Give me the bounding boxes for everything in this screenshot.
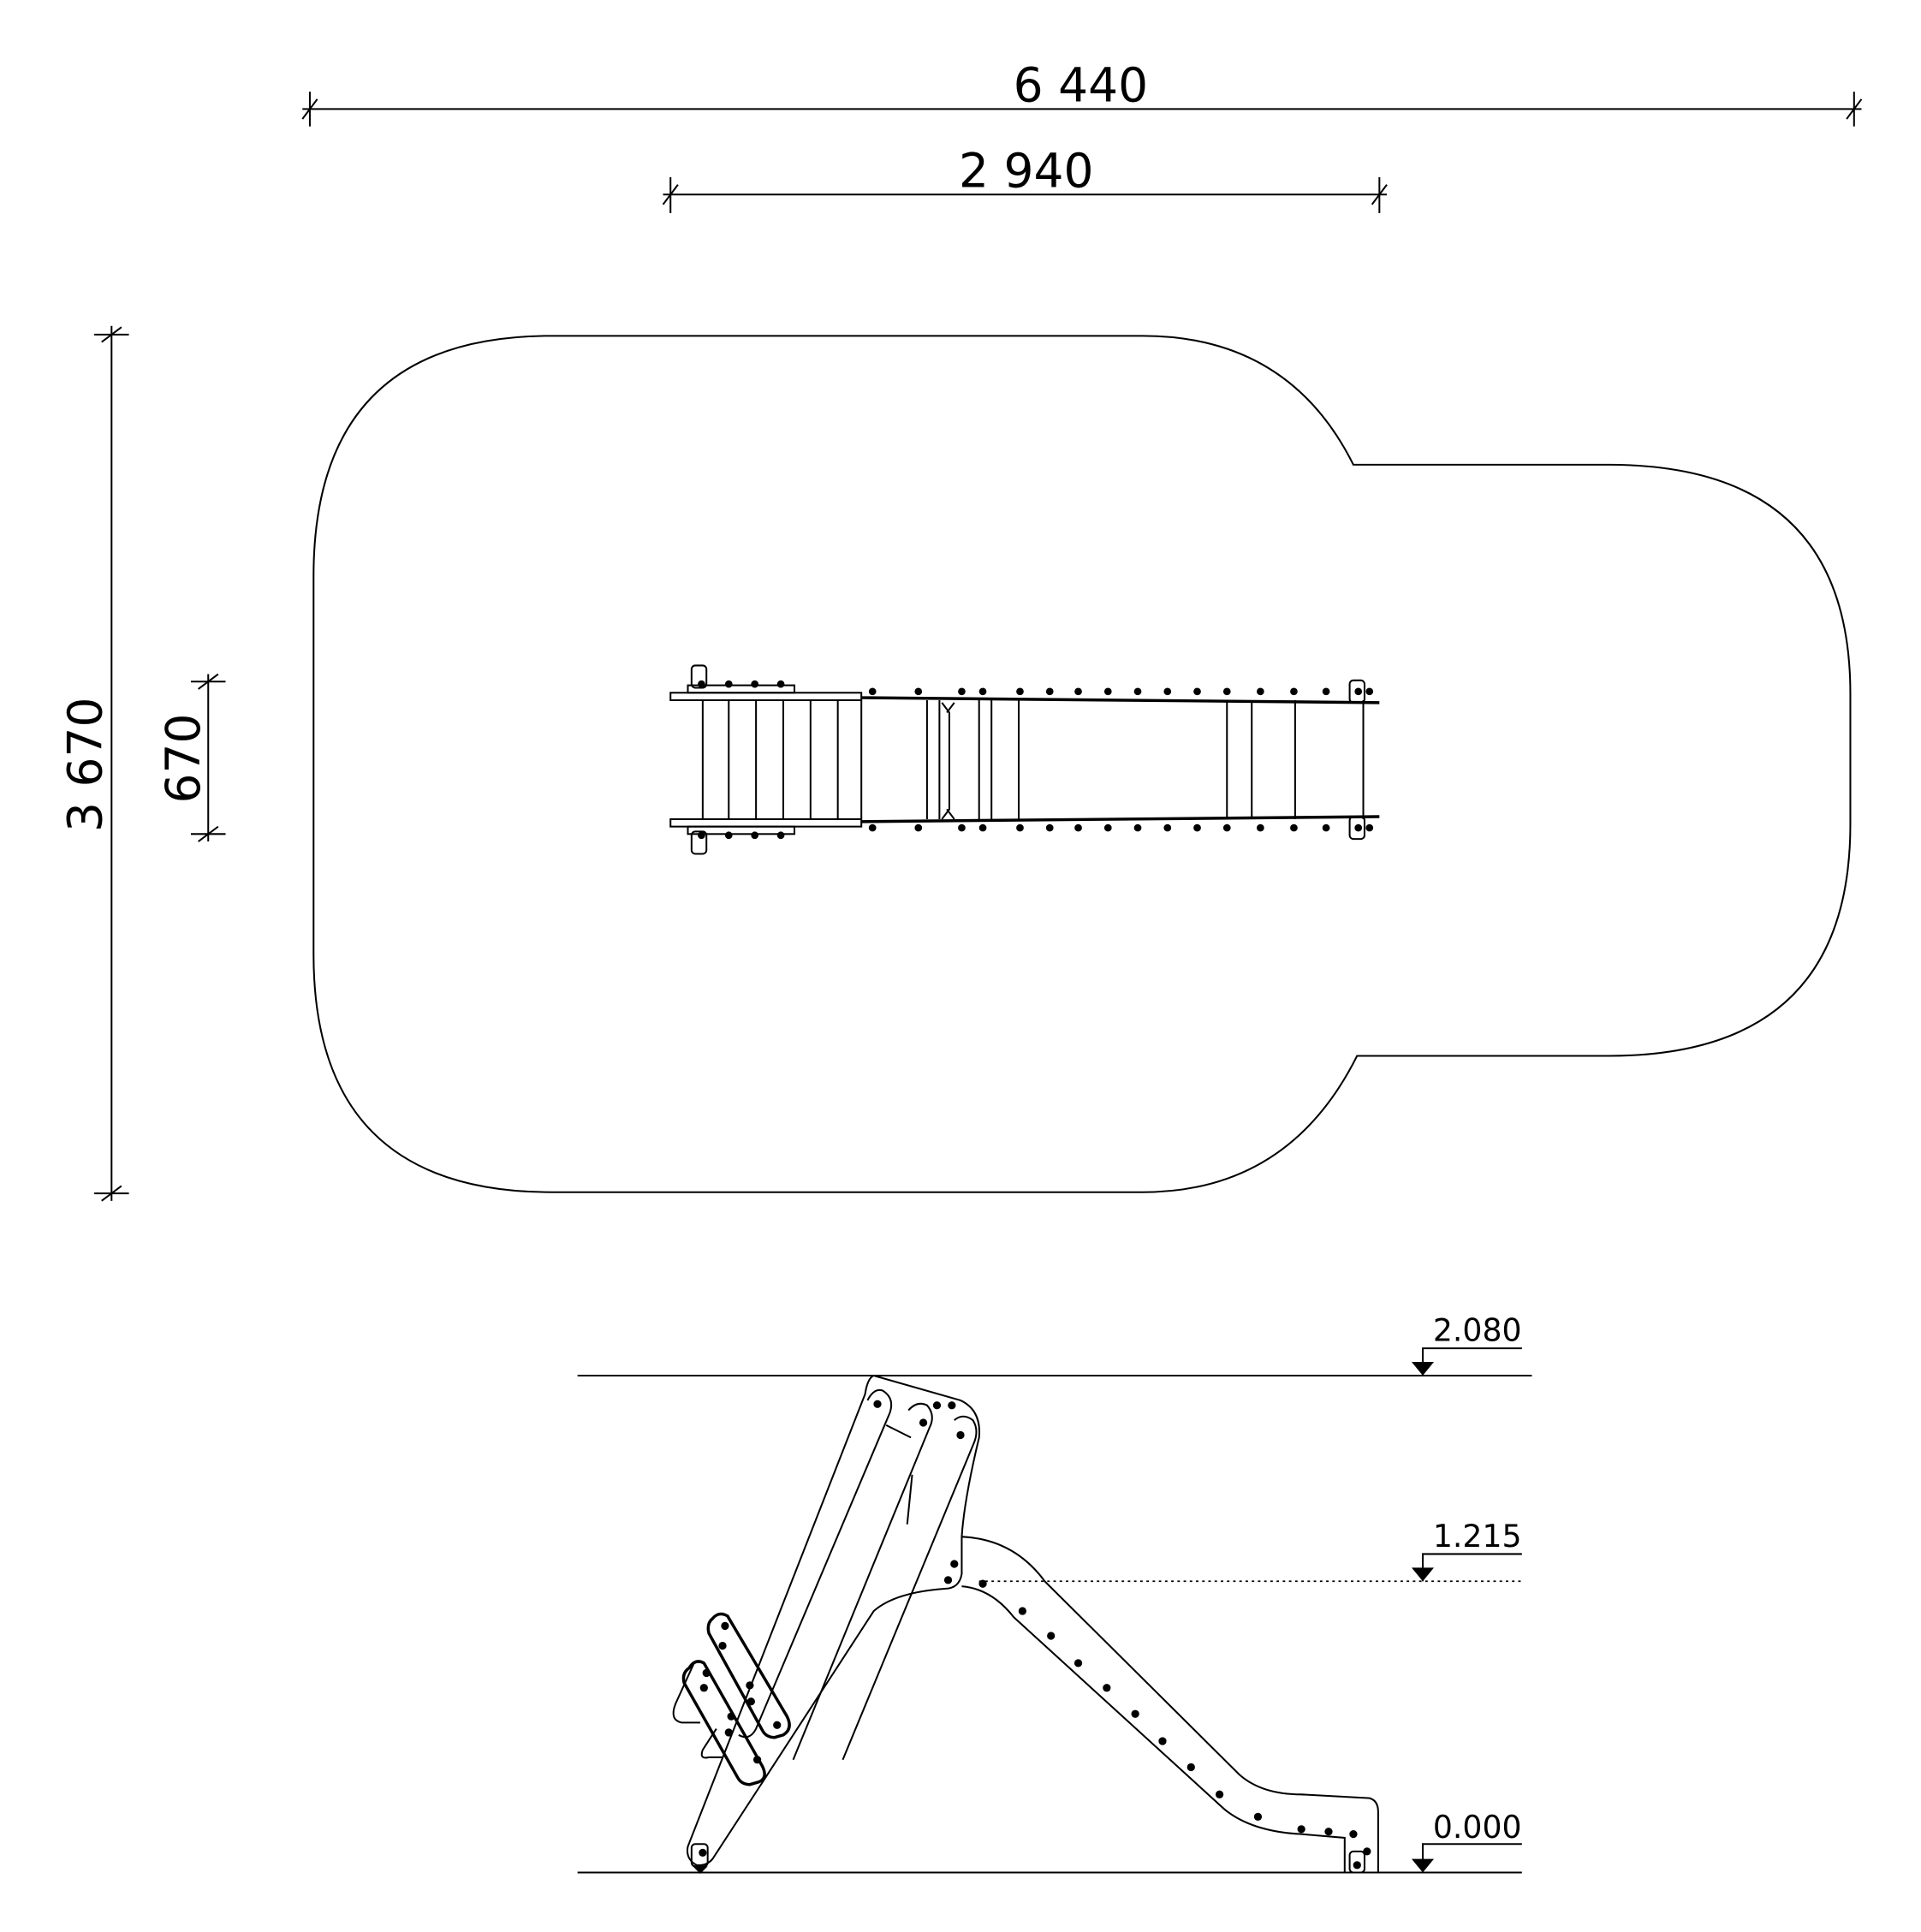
- bolt: [1354, 823, 1363, 832]
- bolt: [776, 831, 785, 840]
- bolt: [1186, 1763, 1195, 1772]
- bolt: [958, 687, 966, 696]
- bolt: [1354, 687, 1363, 696]
- bolt: [978, 1579, 987, 1588]
- bolt: [943, 1576, 953, 1584]
- dimension-label: 670: [156, 714, 211, 804]
- bolt: [751, 831, 759, 840]
- dimension-label: 3 670: [58, 698, 113, 832]
- bolt: [1353, 1861, 1361, 1870]
- dimension-label: 2 940: [959, 144, 1093, 199]
- bolt: [948, 1401, 956, 1410]
- bolt: [950, 1560, 959, 1568]
- bolt: [1324, 1828, 1333, 1836]
- bolt: [1297, 1825, 1305, 1834]
- dimension-label: 6 440: [1014, 58, 1148, 113]
- bolt: [1047, 1632, 1056, 1640]
- bolt: [1045, 823, 1054, 832]
- bolt: [956, 1430, 965, 1440]
- level-marker-ground: 0.000: [1411, 1809, 1522, 1873]
- bolt: [1163, 823, 1172, 832]
- safety-zone-outline: [312, 335, 1852, 1193]
- bolt: [776, 680, 785, 688]
- dimension-overall-length: 6 440: [301, 58, 1863, 127]
- bolt: [1257, 823, 1264, 832]
- bolt: [1131, 1709, 1139, 1718]
- bolt: [718, 1641, 727, 1650]
- bolt: [724, 680, 733, 688]
- slide-plan-view: [669, 664, 1380, 855]
- bolt: [727, 1712, 735, 1721]
- bolt: [1074, 1659, 1083, 1667]
- level-lines: [577, 1374, 1532, 1874]
- bolt: [919, 1418, 928, 1427]
- bolt: [978, 687, 987, 696]
- bolt: [1365, 687, 1374, 696]
- bolt: [1016, 823, 1024, 832]
- bolt: [1193, 687, 1201, 696]
- dimension-overall-width: 3 670: [58, 325, 129, 1202]
- bolt: [868, 823, 877, 832]
- bolt: [1018, 1607, 1027, 1615]
- bolt: [1016, 687, 1024, 696]
- bolt: [1322, 823, 1330, 832]
- bolt: [721, 1621, 729, 1631]
- bolt: [724, 831, 733, 840]
- bolt: [958, 823, 966, 832]
- bolt: [1290, 823, 1298, 832]
- bolt: [699, 1848, 707, 1857]
- bolt: [1103, 1684, 1111, 1692]
- level-label: 2.080: [1433, 1311, 1522, 1348]
- level-marker-top: 2.080: [1411, 1311, 1522, 1376]
- bolt: [1163, 687, 1172, 696]
- dimension-equipment-width: 670: [156, 673, 226, 842]
- bolt: [702, 1668, 711, 1678]
- bolt: [1133, 687, 1142, 696]
- bolt: [1045, 687, 1054, 696]
- level-label: 1.215: [1433, 1518, 1522, 1555]
- bolt: [1257, 687, 1264, 696]
- bolt: [698, 831, 705, 840]
- bolt: [1103, 823, 1112, 832]
- bolt: [699, 1684, 708, 1692]
- bolt: [1158, 1737, 1167, 1745]
- bolt: [1133, 823, 1142, 832]
- bolt: [1322, 687, 1330, 696]
- bolt: [773, 1721, 782, 1729]
- bolt: [746, 1681, 754, 1690]
- bolt: [724, 1728, 733, 1737]
- level-label: 0.000: [1433, 1809, 1522, 1846]
- bolt: [1074, 687, 1082, 696]
- bolt: [932, 1401, 942, 1410]
- bolt: [868, 687, 877, 696]
- bolt: [914, 687, 923, 696]
- slide-side-view: [672, 1374, 1379, 1874]
- bolt: [1349, 1829, 1358, 1839]
- bolt: [1365, 823, 1374, 832]
- bolt: [1363, 1847, 1371, 1856]
- bolt: [1074, 823, 1082, 832]
- bolt: [1222, 823, 1231, 832]
- bolt: [1222, 687, 1231, 696]
- bolt: [698, 680, 705, 688]
- bolt: [1290, 687, 1298, 696]
- bolt: [746, 1697, 755, 1706]
- bolt: [1103, 687, 1112, 696]
- bolt: [978, 823, 987, 832]
- bolt: [1193, 823, 1201, 832]
- bolt: [751, 680, 759, 688]
- bolt: [1253, 1812, 1263, 1821]
- bolt: [914, 823, 923, 832]
- bolt: [873, 1400, 882, 1408]
- dimension-equipment-length: 2 940: [662, 144, 1388, 214]
- bolt: [1215, 1790, 1224, 1798]
- bolt: [752, 1756, 762, 1764]
- level-marker-platform: 1.215: [1411, 1518, 1522, 1582]
